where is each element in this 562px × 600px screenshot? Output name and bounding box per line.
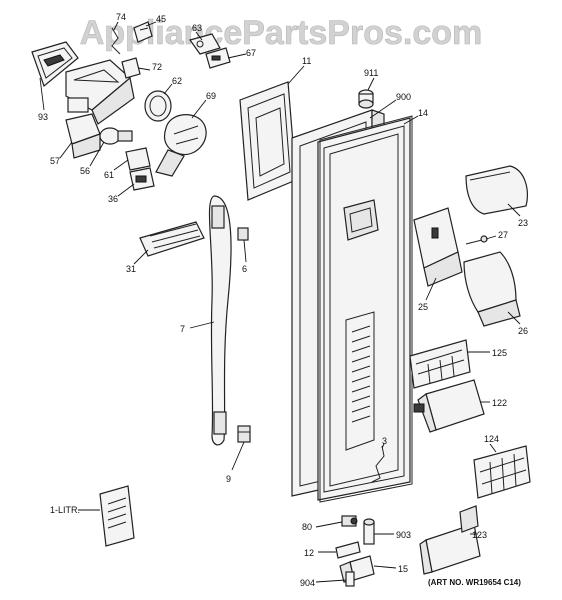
callout-80: 80	[302, 522, 312, 532]
drip-tray-grille	[139, 221, 205, 257]
callout-23: 23	[518, 218, 528, 228]
callout-labels: 74 45 63 67 72 62 69 93 57 56 61 36 11 9…	[38, 12, 528, 588]
door-handle	[208, 195, 232, 446]
dispenser-recess-frame	[239, 81, 297, 201]
callout-11: 11	[302, 56, 311, 66]
switch-61	[125, 147, 151, 171]
callout-67: 67	[246, 48, 256, 58]
callout-57: 57	[50, 156, 60, 166]
watermark-text: AppliancePartsPros.com	[80, 14, 482, 52]
leader-lines	[39, 21, 521, 583]
door-bin-125	[409, 339, 471, 389]
bushing-904	[345, 571, 355, 587]
dispenser-cover-23	[465, 165, 529, 215]
handle-screw-9	[237, 425, 251, 443]
callout-125: 125	[492, 348, 507, 358]
callout-123: 123	[472, 530, 487, 540]
bracket-12	[335, 541, 361, 559]
callout-903: 903	[396, 530, 411, 540]
callout-3: 3	[382, 436, 387, 446]
door-bin-123	[419, 505, 481, 575]
callout-14: 14	[418, 108, 428, 118]
hinge-bushing-911	[358, 89, 374, 109]
callout-72: 72	[152, 62, 162, 72]
callout-26: 26	[518, 326, 528, 336]
door-gasket	[319, 115, 413, 503]
motor-ring-62	[144, 90, 172, 122]
callout-6: 6	[242, 264, 247, 274]
bracket-63	[189, 33, 221, 55]
callout-45: 45	[156, 14, 166, 24]
callout-31: 31	[126, 264, 136, 274]
callout-7: 7	[180, 324, 185, 334]
light-switch-45	[133, 21, 153, 43]
callout-61: 61	[104, 170, 114, 180]
callout-62: 62	[172, 76, 182, 86]
art-number: (ART NO. WR19654 C14)	[428, 578, 521, 587]
handle-screw-6	[237, 227, 249, 241]
callout-122: 122	[492, 398, 507, 408]
callout-36: 36	[108, 194, 118, 204]
callout-900: 900	[396, 92, 411, 102]
door-shelf-ribs	[351, 325, 371, 423]
callout-74: 74	[116, 12, 126, 22]
callout-63: 63	[192, 23, 202, 33]
callout-69: 69	[206, 91, 216, 101]
dispenser-housing	[65, 59, 135, 125]
dispenser-control-panel	[31, 41, 79, 88]
relay-36	[129, 167, 155, 191]
callout-904: 904	[300, 578, 315, 588]
water-tube-80	[341, 515, 358, 527]
literature-booklet	[99, 485, 135, 547]
bracket-67	[205, 47, 231, 69]
chute-door-26	[463, 251, 521, 327]
callout-124: 124	[484, 434, 499, 444]
wire-harness-74	[111, 27, 121, 55]
hinge-pin-903	[363, 518, 375, 545]
actuator-56	[99, 127, 133, 145]
callout-27: 27	[498, 230, 508, 240]
callout-911: 911	[364, 68, 378, 78]
screw-27	[465, 235, 488, 245]
switch-72	[121, 57, 141, 79]
callout-15: 15	[398, 564, 408, 574]
callout-12: 12	[304, 548, 314, 558]
callout-93: 93	[38, 112, 48, 122]
callout-9: 9	[226, 474, 231, 484]
literature-label: 1-LITR.	[50, 505, 80, 515]
door-wire-3	[371, 445, 385, 483]
hinge-15	[339, 555, 375, 583]
solenoid-57	[65, 113, 101, 159]
auger-motor-69	[155, 114, 207, 177]
callout-56: 56	[80, 166, 90, 176]
door-bin-122	[413, 379, 485, 433]
door-bin-124	[473, 445, 531, 499]
callout-25: 25	[418, 302, 428, 312]
ice-chute-25	[413, 207, 463, 287]
door-liner	[317, 117, 411, 501]
